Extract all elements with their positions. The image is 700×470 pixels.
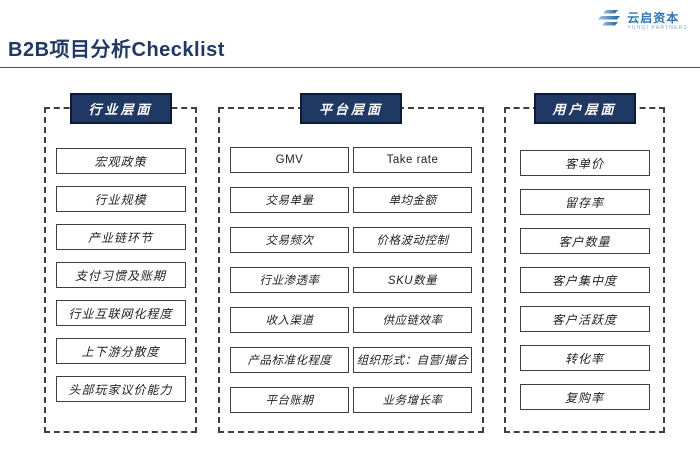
checklist-item: 行业互联网化程度: [55, 300, 186, 326]
checklist-item: 产品标准化程度: [230, 347, 349, 373]
checklist-item: GMV: [230, 147, 349, 173]
checklist-item: 复购率: [519, 384, 650, 410]
checklist-item: 客户数量: [519, 228, 650, 254]
checklist-item: 价格波动控制: [353, 227, 472, 253]
checklist-item: 上下游分散度: [55, 338, 186, 364]
checklist-item: 组织形式：自营/撮合: [353, 347, 472, 373]
checklist-item: 客单价: [519, 150, 650, 176]
user-panel: 用户层面 客单价 留存率 客户数量 客户集中度 客户活跃度 转化率 复购率: [504, 93, 665, 433]
logo-text: 云启资本 YUNQI PARTNERS: [627, 12, 688, 31]
checklist-item: 平台账期: [230, 387, 349, 413]
checklist-item: 单均金额: [353, 187, 472, 213]
checklist-item: 行业规模: [55, 186, 186, 212]
platform-panel: 平台层面 GMV Take rate 交易单量 单均金额 交易频次 价格波动控制…: [218, 93, 484, 433]
industry-item-list: 宏观政策 行业规模 产业链环节 支付习惯及账期 行业互联网化程度 上下游分散度 …: [46, 109, 195, 402]
page-title: B2B项目分析Checklist: [8, 39, 225, 61]
checklist-item: 转化率: [519, 345, 650, 371]
checklist-item: 交易单量: [230, 187, 349, 213]
title-divider: [0, 67, 700, 68]
company-logo: 云启资本 YUNQI PARTNERS: [597, 9, 688, 33]
industry-panel: 行业层面 宏观政策 行业规模 产业链环节 支付习惯及账期 行业互联网化程度 上下…: [44, 93, 197, 433]
checklist-item: 支付习惯及账期: [55, 262, 186, 288]
logo-stripes-icon: [597, 9, 623, 33]
checklist-item: 头部玩家议价能力: [55, 376, 186, 402]
industry-panel-header: 行业层面: [69, 93, 172, 124]
checklist-item: 客户活跃度: [519, 306, 650, 332]
checklist-item: Take rate: [353, 147, 472, 173]
checklist-item: 交易频次: [230, 227, 349, 253]
checklist-item: 供应链效率: [353, 307, 472, 333]
checklist-item: 收入渠道: [230, 307, 349, 333]
user-item-list: 客单价 留存率 客户数量 客户集中度 客户活跃度 转化率 复购率: [506, 109, 663, 410]
platform-panel-header: 平台层面: [300, 93, 402, 124]
checklist-item: 产业链环节: [55, 224, 186, 250]
checklist-item: 行业渗透率: [230, 267, 349, 293]
checklist-item: 业务增长率: [353, 387, 472, 413]
logo-company-subtitle: YUNQI PARTNERS: [627, 24, 688, 31]
user-panel-header: 用户层面: [533, 93, 636, 124]
checklist-item: 客户集中度: [519, 267, 650, 293]
checklist-item: 宏观政策: [55, 148, 186, 174]
checklist-item: 留存率: [519, 189, 650, 215]
checklist-item: SKU数量: [353, 267, 472, 293]
logo-company-name: 云启资本: [627, 10, 680, 25]
platform-item-grid: GMV Take rate 交易单量 单均金额 交易频次 价格波动控制 行业渗透…: [220, 109, 482, 413]
